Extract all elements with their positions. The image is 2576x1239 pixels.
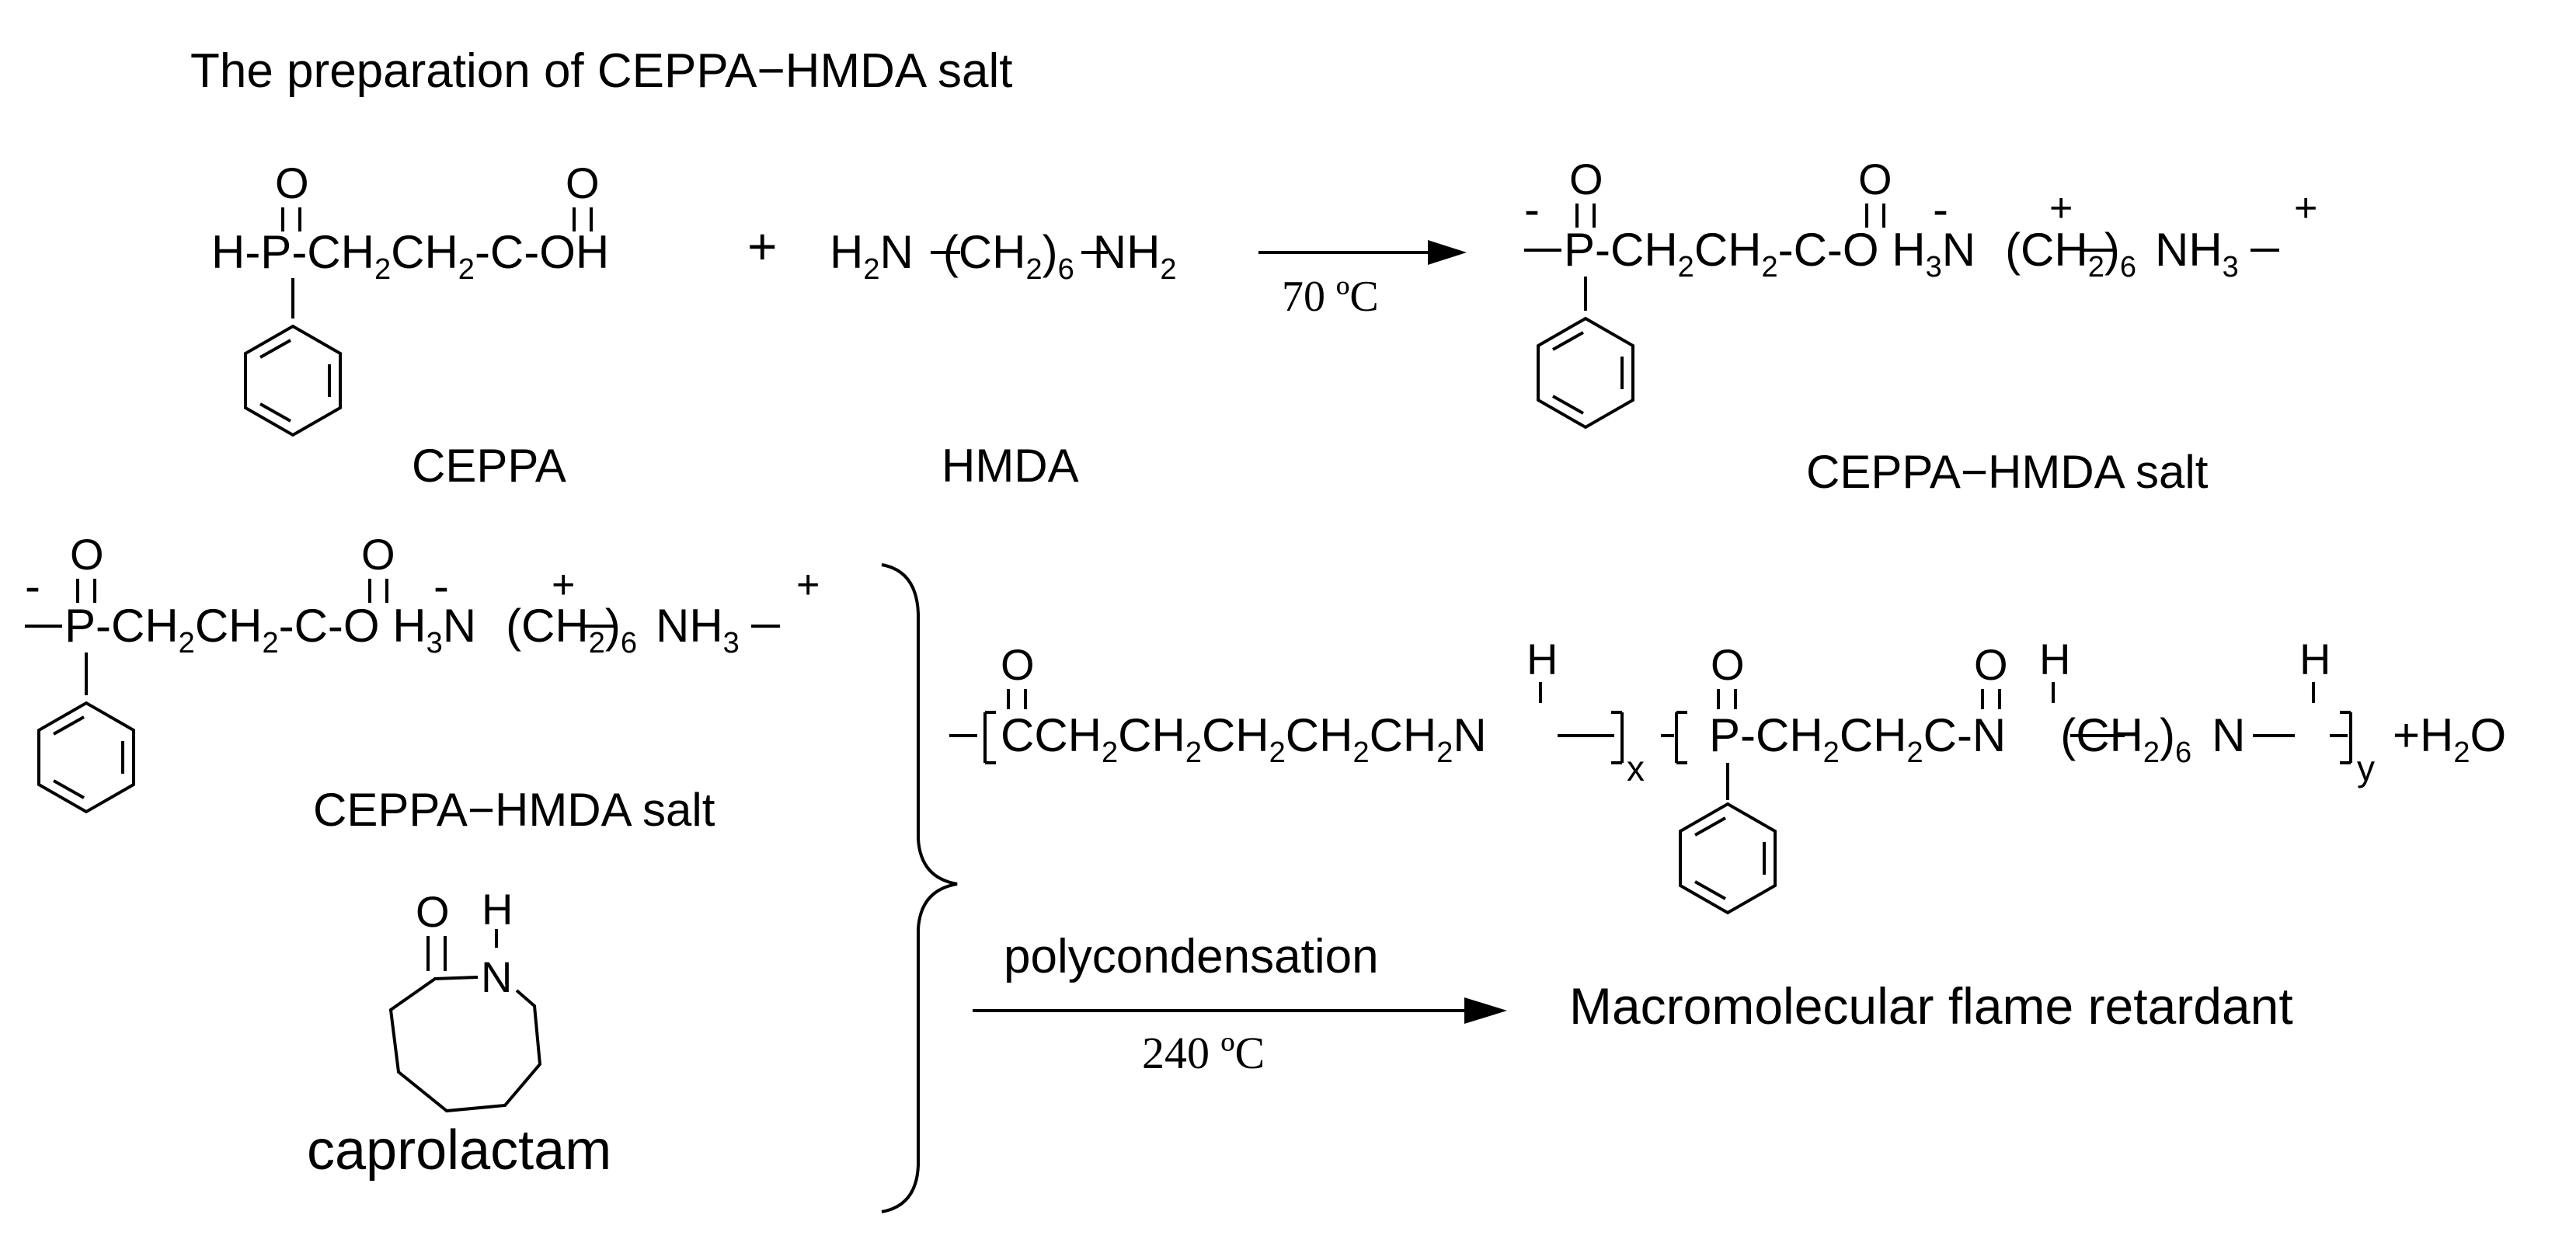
salt-top-benzene-ring-icon: [1537, 317, 1634, 429]
product-repeat-y: y: [2357, 748, 2375, 788]
caprolactam-molecule: O H N caprolactam: [307, 885, 611, 1182]
product-benzene-ring-icon: [1679, 802, 1777, 914]
caprolactam-carbonyl-oxygen: O: [416, 887, 450, 936]
salt-top-acid-oxygen: O: [1858, 155, 1892, 204]
caprolactam-nitrogen: N: [481, 952, 512, 1001]
product-water: +H2O: [2393, 709, 2506, 769]
product-carbonyl-oxygen-1: O: [1001, 640, 1035, 689]
reaction2-arrow: polycondensation 240 ºC: [973, 930, 1507, 1078]
product-carbonyl-oxygen-2: O: [1974, 640, 2008, 689]
product-phosphoryl-oxygen: O: [1711, 640, 1745, 689]
salt-top-phosphorus-charge: -: [1524, 183, 1540, 235]
reactant-plus-sign: +: [747, 218, 778, 275]
salt-top-ammonium-charge-1: +: [2049, 186, 2073, 231]
cepa-molecule: O O H-P-CH2CH2-C-OH CEPPA: [211, 158, 609, 492]
salt-bottom-benzene-ring-icon: [37, 701, 135, 813]
product-amine-hydrogen-1: H: [1526, 635, 1558, 684]
product-repeat-x: x: [1627, 748, 1645, 788]
polymer-product: O H CCH2CH2CH2CH2CH2N x O O H H P-CH2CH2…: [949, 635, 2506, 1035]
caprolactam-label: caprolactam: [307, 1119, 611, 1182]
cepa-formula: H-P-CH2CH2-C-OH: [211, 226, 609, 286]
caprolactam-amide-hydrogen: H: [482, 885, 513, 934]
cepa-acid-oxygen: O: [566, 158, 600, 207]
salt-bottom-ammonium-charge-2: +: [796, 562, 820, 607]
reaction2-condition-top: polycondensation: [1004, 930, 1379, 983]
salt-bottom-ammonium-charge-1: +: [552, 562, 575, 607]
salt-bottom-acid-oxygen: O: [361, 530, 395, 579]
cepa-phosphoryl-oxygen: O: [275, 158, 309, 207]
scheme-title: The preparation of CEPPA−HMDA salt: [190, 44, 1013, 98]
salt-top-ammonium-charge-2: +: [2294, 186, 2317, 231]
product-formula-caprolactam-unit: CCH2CH2CH2CH2CH2N: [1001, 709, 1487, 769]
salt-bottom-carboxylate-charge: -: [433, 560, 449, 612]
salt-top-label: CEPPA−HMDA salt: [1806, 446, 2209, 498]
cepa-benzene-ring-icon: [244, 325, 342, 437]
salt-bottom-phosphorus-charge: -: [25, 560, 40, 612]
salt-top-carboxylate-charge: -: [1933, 183, 1948, 235]
product-label: Macromolecular flame retardant: [1569, 977, 2293, 1035]
reaction1-arrow: 70 ºC: [1258, 240, 1467, 321]
salt-bottom-phosphoryl-oxygen: O: [70, 530, 104, 579]
reaction2-condition-bottom: 240 ºC: [1142, 1028, 1265, 1078]
salt-top-phosphoryl-oxygen: O: [1569, 155, 1603, 204]
product-amine-hydrogen-2: H: [2039, 635, 2070, 684]
product-amine-hydrogen-3: H: [2299, 635, 2331, 684]
caprolactam-ring-icon: [388, 976, 542, 1113]
cepa-label: CEPPA: [412, 440, 566, 492]
reaction1-condition: 70 ºC: [1282, 273, 1379, 321]
reactant-brace: [881, 563, 958, 1213]
salt-bottom-label: CEPPA−HMDA salt: [313, 784, 715, 836]
hmda-label: HMDA: [942, 440, 1079, 492]
